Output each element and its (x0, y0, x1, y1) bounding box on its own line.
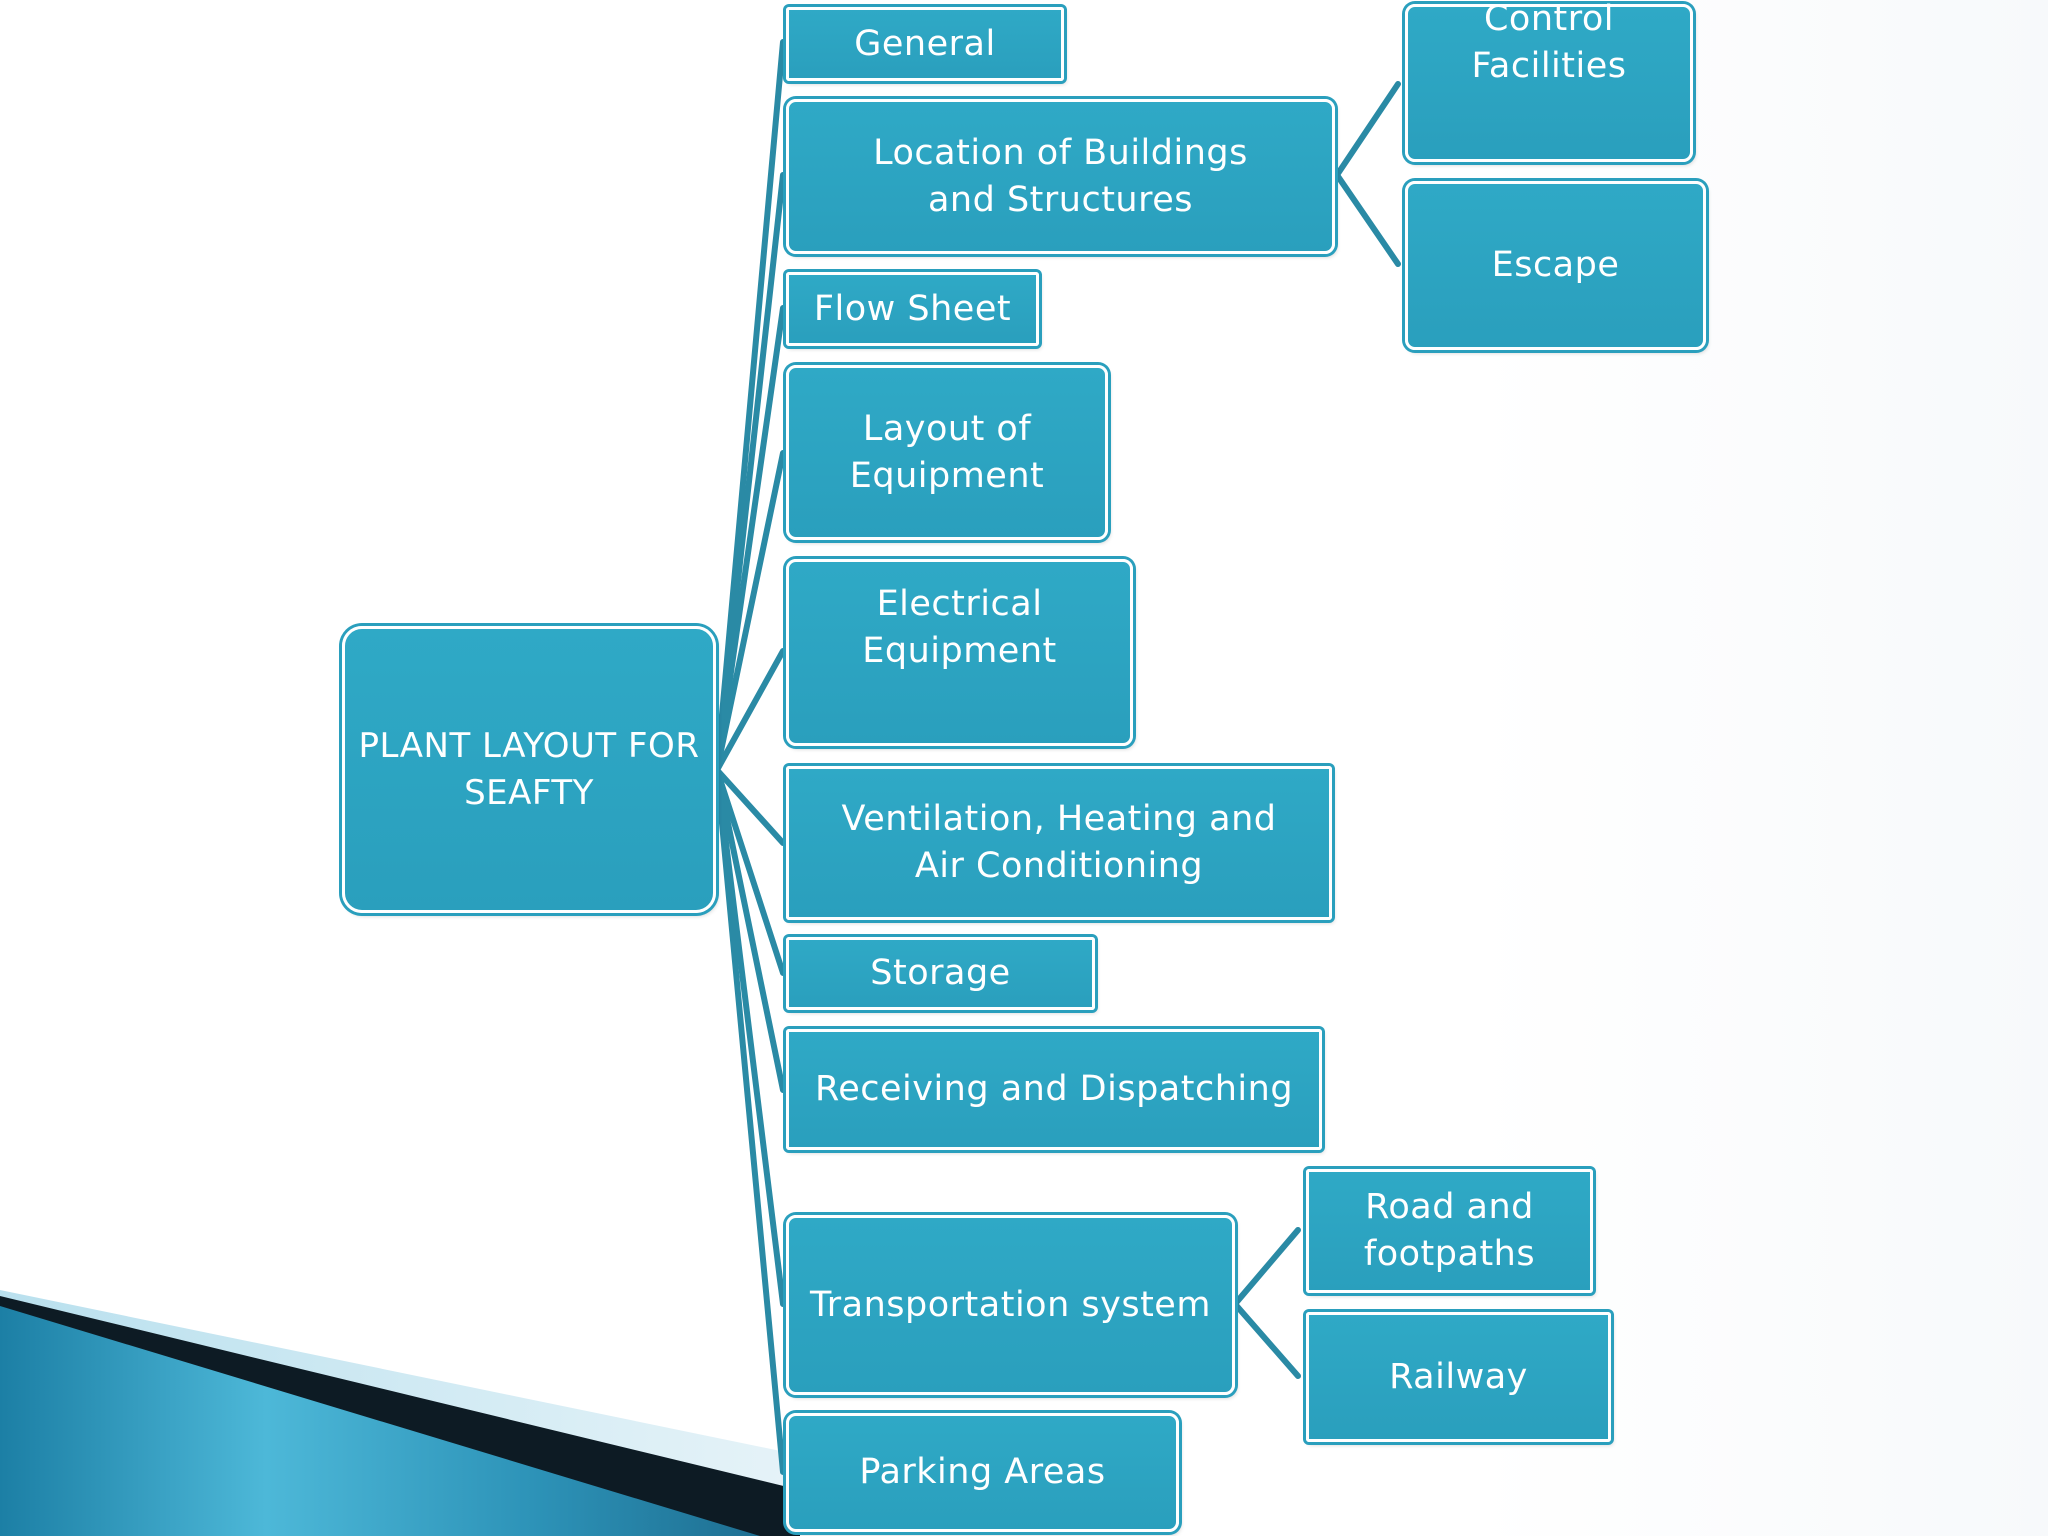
node-control-facilities: Control Facilities (1405, 0, 1693, 162)
connector-location (714, 172, 786, 773)
node-transport-label: Transportation system (810, 1284, 1211, 1325)
node-receiving: Receiving and Dispatching (786, 1029, 1322, 1150)
node-layout-equipment: Layout of Equipment (786, 365, 1108, 540)
node-general: General (786, 7, 1064, 81)
node-electrical: Electrical Equipment (786, 559, 1133, 746)
node-transport: Transportation system (786, 1215, 1235, 1395)
node-layout-equipment-label: Layout of Equipment (849, 408, 1045, 496)
connector-ventilation (714, 767, 786, 846)
root-label: PLANT LAYOUT FOR SEAFTY (358, 725, 700, 813)
swoosh-dark-band (0, 1296, 800, 1536)
connector-railway (1232, 1301, 1301, 1379)
node-general-label: General (854, 23, 996, 64)
connector-parking (714, 767, 786, 1475)
connector-flow (714, 305, 786, 773)
node-railway: Railway (1306, 1312, 1611, 1442)
node-escape-label: Escape (1491, 245, 1620, 285)
node-flow-sheet-label: Flow Sheet (813, 288, 1012, 329)
root-node: PLANT LAYOUT FOR SEAFTY (342, 626, 716, 913)
node-road-footpaths: Road and footpaths (1306, 1169, 1593, 1293)
swoosh-blue-band (0, 1306, 760, 1536)
connector-control (1334, 81, 1401, 178)
node-electrical-label: Electrical Equipment (862, 583, 1057, 671)
connector-receiving (714, 767, 786, 1093)
node-flow-sheet: Flow Sheet (786, 272, 1039, 346)
node-parking: Parking Areas (786, 1413, 1179, 1532)
connector-equipment (714, 450, 786, 773)
connector-storage (714, 767, 786, 976)
node-parking-label: Parking Areas (859, 1452, 1106, 1492)
node-control-facilities-label: Control Facilities (1471, 0, 1627, 86)
connector-electrical (714, 648, 786, 773)
node-ventilation: Ventilation, Heating and Air Conditionin… (786, 766, 1332, 920)
node-ventilation-label: Ventilation, Heating and Air Conditionin… (841, 799, 1277, 886)
node-road-footpaths-label: Road and footpaths (1363, 1187, 1536, 1274)
connector-road (1232, 1227, 1301, 1307)
node-storage: Storage (786, 937, 1095, 1010)
node-railway-label: Railway (1389, 1356, 1528, 1397)
node-storage-label: Storage (870, 953, 1011, 993)
node-location-label: Location of Buildings and Structures (873, 132, 1248, 220)
node-receiving-label: Receiving and Dispatching (814, 1069, 1294, 1109)
connector-escape (1334, 172, 1401, 267)
node-location: Location of Buildings and Structures (786, 99, 1335, 254)
node-escape: Escape (1405, 181, 1706, 350)
